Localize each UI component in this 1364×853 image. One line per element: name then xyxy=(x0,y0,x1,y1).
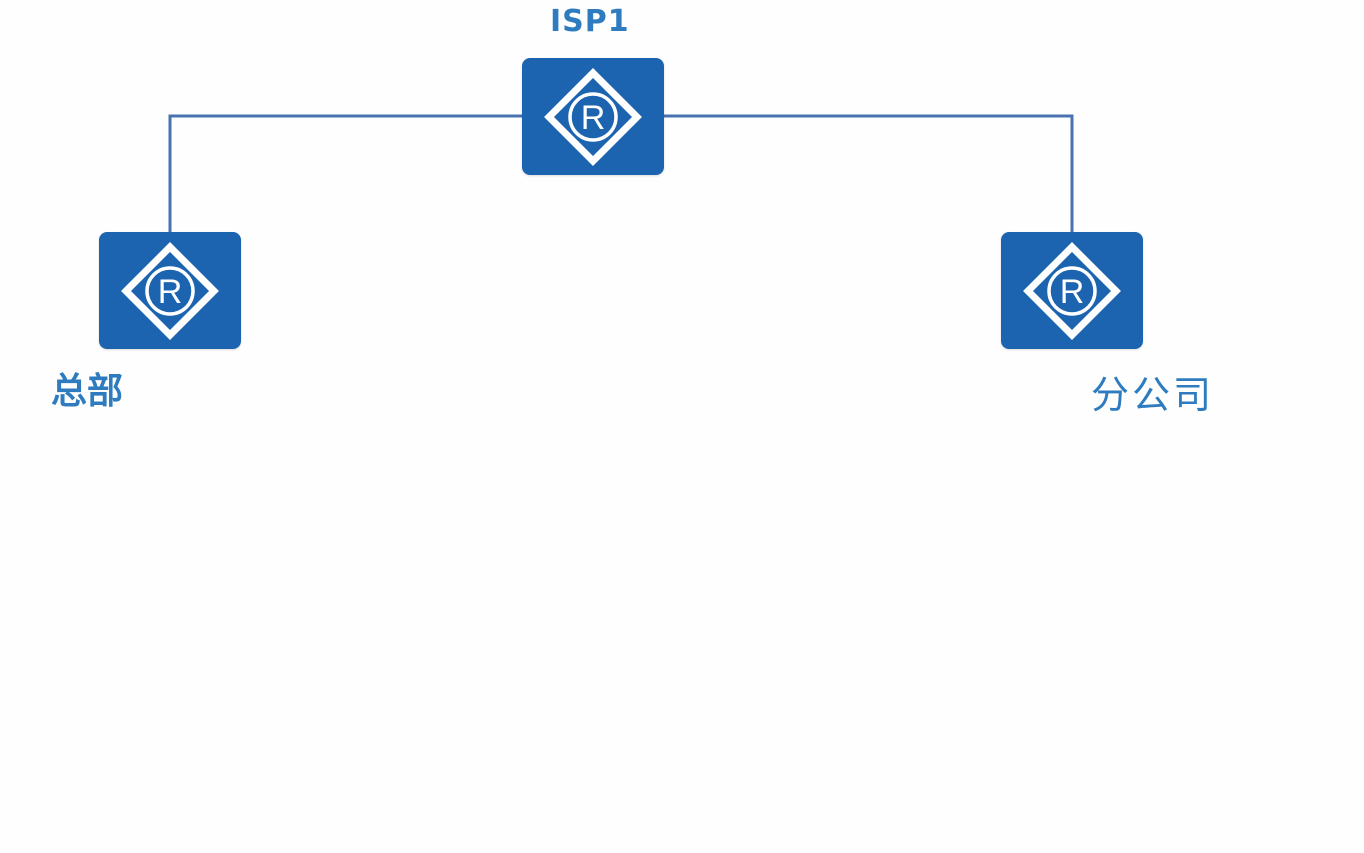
router-glyph: R xyxy=(581,99,606,137)
isp1-label: ISP1 xyxy=(550,4,630,39)
router-icon: R xyxy=(1023,241,1121,340)
link-isp-branch xyxy=(664,114,1074,233)
router-isp1[interactable]: R xyxy=(522,58,664,175)
router-icon: R xyxy=(121,241,219,340)
link-isp-hq xyxy=(168,114,522,233)
router-branch[interactable]: R xyxy=(1001,232,1143,349)
router-icon: R xyxy=(544,67,642,166)
branch-office-label: 分公司 xyxy=(1091,373,1215,417)
router-hq[interactable]: R xyxy=(99,232,241,349)
headquarters-label: 总部 xyxy=(51,371,124,412)
router-glyph: R xyxy=(158,273,183,311)
router-glyph: R xyxy=(1060,273,1085,311)
